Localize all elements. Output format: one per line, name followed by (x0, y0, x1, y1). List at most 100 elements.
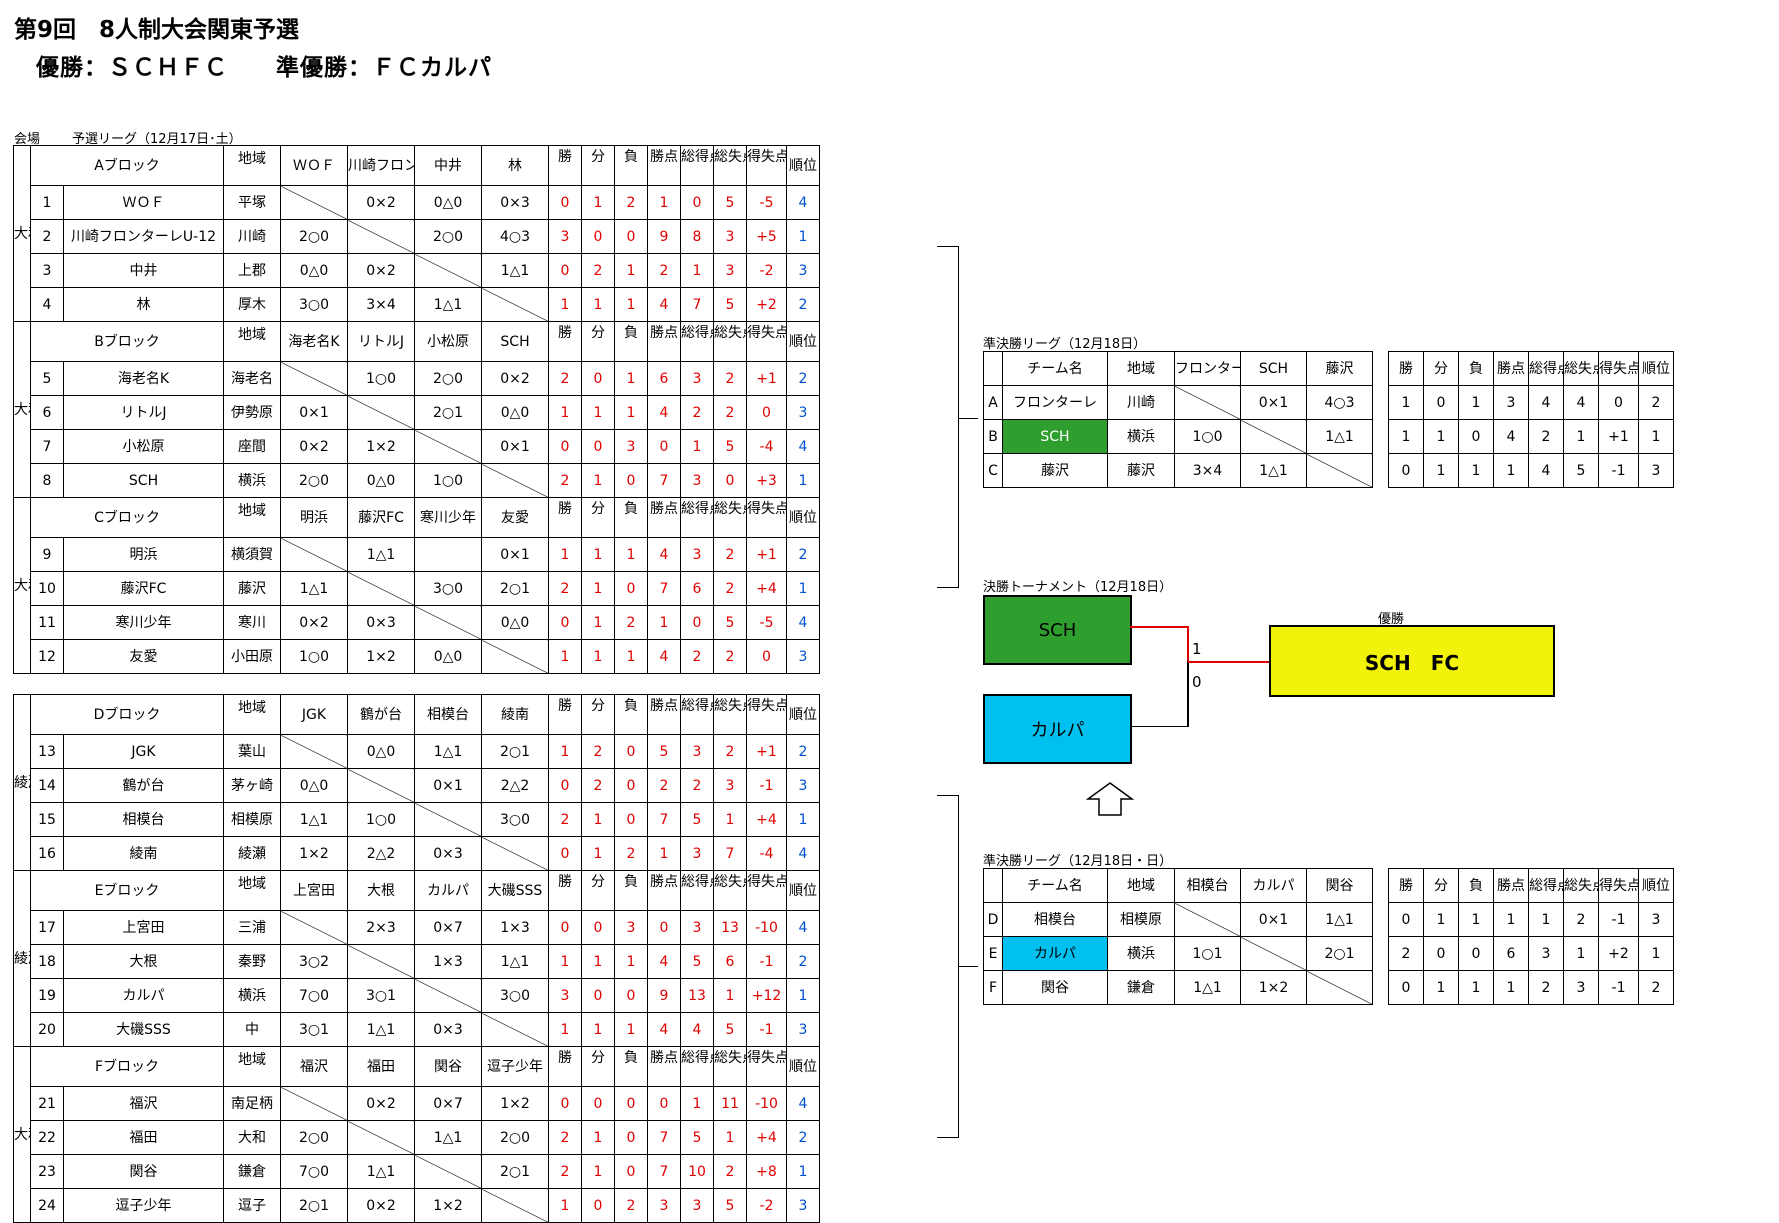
self-match-cell (414, 802, 482, 837)
stat-value: 1 (680, 1086, 714, 1121)
stat-value: 1 (581, 571, 616, 606)
team-key: A (983, 385, 1003, 420)
team-name: 明浜 (62, 537, 225, 572)
stat-value: +2 (1598, 936, 1639, 971)
match-result: 1○1 (1174, 936, 1241, 971)
team-number: 3 (30, 253, 64, 288)
match-result: 2△2 (481, 768, 549, 803)
team-number: 20 (30, 1012, 64, 1047)
stat-header: 総失点 (1563, 868, 1599, 903)
region-header: 地域 (223, 870, 281, 911)
stat-header: 負 (614, 870, 648, 911)
opponent-header: カルパ (414, 870, 482, 911)
opponent-header: 相模台 (414, 694, 482, 735)
stat-value: 3 (647, 1188, 681, 1223)
team-area: 川崎 (1107, 385, 1175, 420)
stat-value: 2 (713, 361, 748, 396)
semi1-table: チーム名地域フロンターレSCH藤沢勝分負勝点総得点総失点得失点順位Aフロンターレ… (983, 351, 1674, 488)
self-match-cell (481, 1012, 549, 1047)
stat-header: 勝 (548, 321, 583, 362)
stat-value: 5 (713, 1012, 747, 1047)
stat-value: 1 (614, 361, 649, 396)
stat-value: 1 (614, 287, 649, 322)
team-area: 逗子 (223, 1188, 281, 1223)
block-name: Fブロック (30, 1046, 224, 1087)
stat-value: 6 (1493, 936, 1529, 971)
stat-header: 得失点 (746, 497, 788, 538)
stat-value: 2 (548, 1154, 582, 1189)
stat-header: 総得点 (680, 694, 714, 735)
match-result: 1○0 (280, 639, 349, 674)
stat-header: 順位 (786, 321, 821, 362)
stat-value: -1 (1598, 453, 1639, 488)
self-match-cell (280, 1086, 348, 1121)
stat-value: -2 (746, 1188, 787, 1223)
team-name: 綾南 (63, 836, 224, 871)
stat-value: -1 (1598, 970, 1639, 1005)
team-name: 関谷 (63, 1154, 224, 1189)
block-name: Cブロック (29, 497, 225, 538)
match-result: 7○0 (280, 978, 348, 1013)
opponent-header: 大磯SSS (481, 870, 549, 911)
stat-value: 5 (713, 185, 748, 220)
self-match-cell (347, 571, 416, 606)
final-team1: SCH (1038, 619, 1077, 641)
stat-value: 1 (581, 639, 616, 674)
match-result: 0×3 (414, 836, 482, 871)
self-match-cell (1240, 936, 1307, 971)
stat-header: 勝 (548, 145, 583, 186)
gap-cell (1373, 937, 1389, 971)
stat-header: 総得点 (680, 870, 714, 911)
match-result: 4○3 (1306, 385, 1373, 420)
team-number: 7 (30, 429, 64, 464)
team-number: 17 (30, 910, 64, 945)
stat-value: 2 (581, 734, 615, 769)
stat-header: 負 (614, 321, 649, 362)
stat-header: 分 (581, 497, 616, 538)
team-name: カルパ (63, 978, 224, 1013)
team-number: 11 (30, 605, 64, 640)
stat-value: 1 (786, 571, 821, 606)
stat-value: 0 (614, 978, 648, 1013)
bracket-line (937, 795, 959, 796)
team-name: 寒川少年 (62, 605, 225, 640)
match-result: 3○0 (414, 571, 483, 606)
stat-value: 3 (1493, 385, 1529, 420)
match-result: 0×3 (481, 185, 550, 220)
stat-value: -10 (746, 910, 787, 945)
region-header: 地域 (223, 321, 282, 362)
opponent-header: リトルJ (347, 321, 416, 362)
stat-value: 2 (548, 1120, 582, 1155)
key-header-blank (983, 351, 1003, 386)
stat-value: 7 (647, 1154, 681, 1189)
stat-value: 2 (713, 1154, 747, 1189)
opponent-header: 海老名K (280, 321, 349, 362)
venue-label: 会場 (14, 132, 41, 147)
team-number: 10 (30, 571, 64, 606)
stat-header: 総得点 (680, 497, 715, 538)
stat-value: 4 (647, 944, 681, 979)
stat-value: 2 (680, 768, 714, 803)
opponent-header: SCH (481, 321, 550, 362)
stat-value: 4 (647, 395, 682, 430)
match-result: 1×2 (280, 836, 348, 871)
region-header: 地域 (223, 1046, 281, 1087)
team-name: 大磯SSS (63, 1012, 224, 1047)
match-result: 1△1 (414, 287, 483, 322)
self-match-cell (414, 1154, 482, 1189)
match-result: 1×2 (481, 1086, 549, 1121)
stat-header: 得失点 (746, 145, 788, 186)
team-area: 葉山 (223, 734, 281, 769)
stat-value: +4 (746, 571, 788, 606)
stat-value: 1 (647, 605, 682, 640)
stat-value: 4 (680, 1012, 714, 1047)
match-result: 2○0 (414, 361, 483, 396)
stat-value: +2 (746, 287, 788, 322)
stat-value: 1 (1388, 385, 1424, 420)
